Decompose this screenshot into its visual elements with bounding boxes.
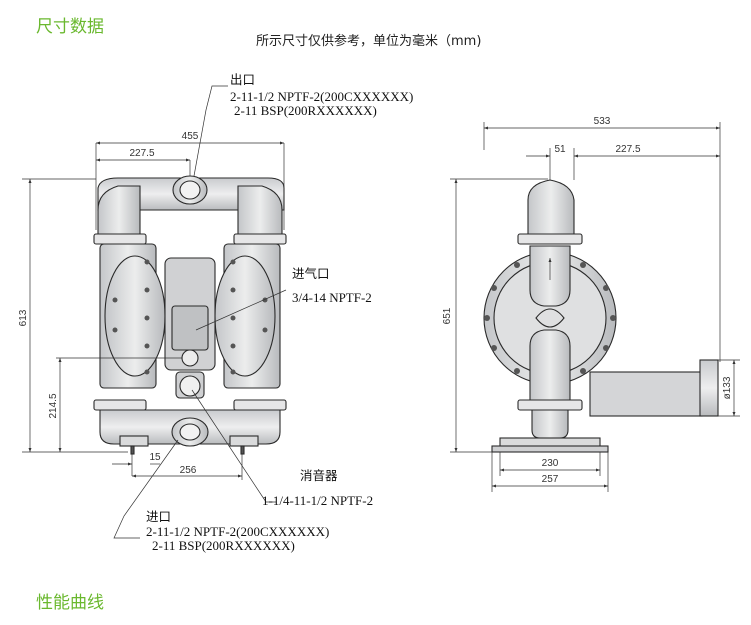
inlet-callout-line2: 2-11 BSP(200RXXXXXX) [152, 538, 295, 553]
front-view-pump [93, 175, 287, 455]
muffler-callout-title: 消音器 [300, 468, 338, 483]
outlet-callout-line2: 2-11 BSP(200RXXXXXX) [234, 103, 377, 118]
dim-51: 51 [554, 144, 566, 155]
outlet-callout-title: 出口 [230, 72, 255, 87]
dim-230: 230 [542, 458, 559, 469]
side-view-pump [483, 179, 719, 453]
muffler-callout-spec: 1-1/4-11-1/2 NPTF-2 [262, 493, 373, 508]
dim-227-5-side: 227.5 [615, 144, 640, 155]
dimensions-section-title: 尺寸数据 [36, 17, 104, 37]
dim-214-5: 214.5 [48, 393, 59, 418]
dim-613: 613 [18, 309, 29, 326]
air-inlet-callout-title: 进气口 [292, 266, 330, 281]
air-inlet-callout-spec: 3/4-14 NPTF-2 [292, 290, 372, 305]
front-view-callouts: 出口 2-11-1/2 NPTF-2(200CXXXXXX) 2-11 BSP(… [113, 72, 413, 553]
dim-455: 455 [182, 131, 199, 142]
dim-533: 533 [594, 116, 611, 127]
outlet-callout-line1: 2-11-1/2 NPTF-2(200CXXXXXX) [230, 89, 413, 104]
reference-note: 所示尺寸仅供参考，单位为毫米（mm) [256, 34, 482, 49]
dim-257: 257 [542, 474, 559, 485]
dim-227-5-front: 227.5 [129, 148, 154, 159]
performance-curves-section-title: 性能曲线 [36, 593, 104, 613]
dim-dia-133: ø133 [722, 376, 733, 399]
dim-15: 15 [149, 452, 161, 463]
inlet-callout-line1: 2-11-1/2 NPTF-2(200CXXXXXX) [146, 524, 329, 539]
dim-256: 256 [180, 465, 197, 476]
dim-651: 651 [442, 307, 453, 324]
inlet-callout-title: 进口 [146, 509, 171, 524]
side-view-dimensions: 533 51 227.5 651 ø133 230 257 [442, 116, 740, 492]
front-view-dimensions: 455 227.5 613 214.5 15 256 [18, 131, 285, 480]
